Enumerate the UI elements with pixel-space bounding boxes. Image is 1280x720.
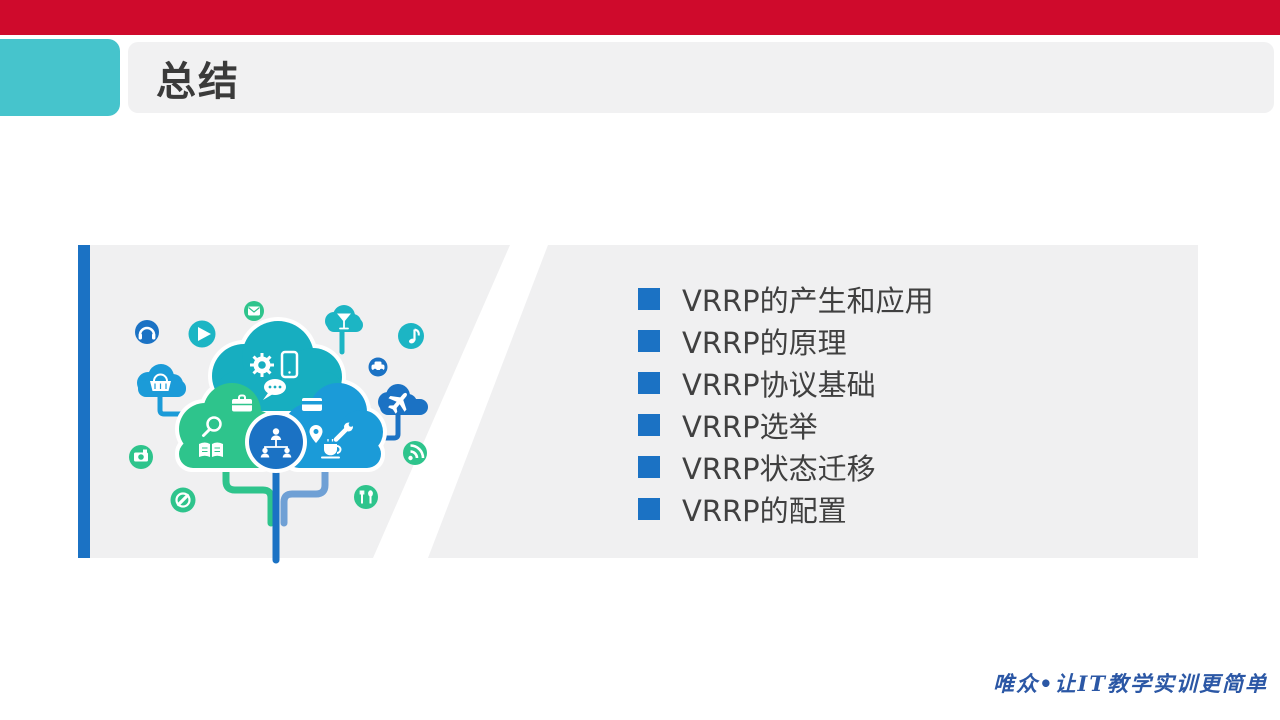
bullet-square-icon [638,456,660,478]
topic-label: VRRP的产生和应用 [682,284,934,318]
top-accent-bar [0,0,1280,35]
coffee-cup-icon [321,439,342,459]
cloud-tree-illustration [129,301,428,564]
cutlery-icon [354,485,378,509]
page-title: 总结 [156,58,240,105]
list-item: VRRP协议基础 [638,362,934,404]
topic-label: VRRP的原理 [682,326,847,360]
headphones-icon [135,320,159,344]
title-tab-accent [0,39,120,116]
list-item: VRRP选举 [638,404,934,446]
rss-icon [403,441,427,465]
topic-label: VRRP的配置 [682,494,847,528]
wrench-icon [333,422,354,442]
topic-label: VRRP选举 [682,410,818,444]
list-item: VRRP的配置 [638,488,934,530]
panel-accent-bar [78,245,90,558]
list-item: VRRP状态迁移 [638,446,934,488]
search-icon [202,416,222,437]
list-item: VRRP的原理 [638,320,934,362]
phone-call-icon [170,487,196,513]
play-icon [188,320,216,348]
briefcase-icon [232,394,252,412]
topic-label: VRRP协议基础 [682,368,876,402]
bullet-square-icon [638,330,660,352]
bullet-square-icon [638,288,660,310]
panel-right-background [428,245,1198,558]
camera-icon [129,445,153,469]
gear-icon [250,353,274,377]
network-users-icon [245,411,307,473]
music-note-icon [398,323,424,349]
content-panel: VRRP的产生和应用 VRRP的原理 VRRP协议基础 VRRP选举 VRRP状… [78,245,1198,564]
bullet-square-icon [638,372,660,394]
bullet-square-icon [638,414,660,436]
tree-trunk-lines [157,325,401,564]
brand-watermark: 唯众•让IT教学实训更简单 [993,671,1268,696]
airplane-icon [378,384,428,415]
topic-label: VRRP状态迁移 [682,452,876,486]
topic-list: VRRP的产生和应用 VRRP的原理 VRRP协议基础 VRRP选举 VRRP状… [638,278,934,530]
smartphone-icon [280,350,299,379]
bullet-square-icon [638,498,660,520]
book-icon [199,442,223,457]
list-item: VRRP的产生和应用 [638,278,934,320]
title-bar: 总结 [128,42,1274,113]
cocktail-icon [325,305,363,332]
chat-bubble-icon [263,379,286,400]
car-icon [368,357,388,377]
map-pin-icon [309,425,323,443]
mail-icon [244,301,264,321]
shopping-basket-icon [137,364,186,397]
credit-card-icon [302,398,322,411]
